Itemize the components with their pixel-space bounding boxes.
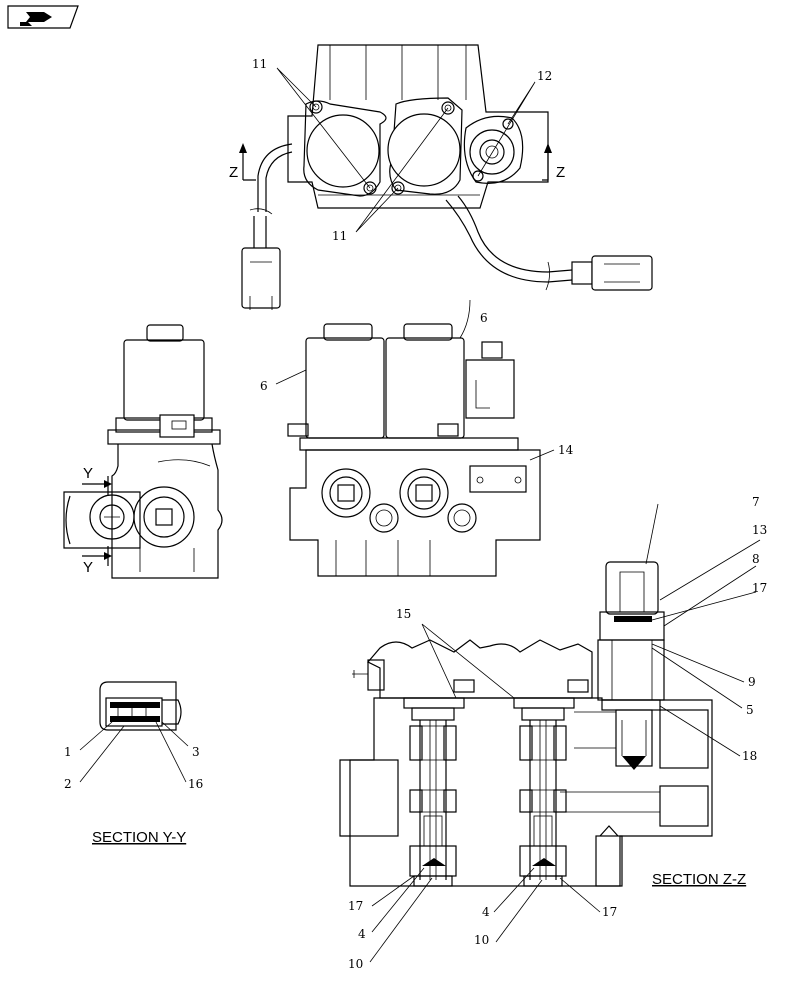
section-mark-y-bottom: Y	[83, 559, 93, 576]
section-yy-title: SECTION Y-Y	[92, 829, 186, 846]
callout-13: 13	[752, 523, 767, 537]
section-mark-z-left: Z	[229, 164, 238, 181]
section-mark-z-right: Z	[556, 164, 565, 181]
callout-6-left: 6	[260, 379, 268, 393]
callout-4-mid: 4	[482, 905, 490, 919]
section-yy-drawing	[99, 681, 182, 731]
callout-3: 3	[192, 745, 200, 759]
callout-11-top: 11	[252, 57, 267, 71]
callout-7: 7	[752, 495, 760, 509]
section-mark-y-top: Y	[83, 465, 93, 482]
top-view: Z Z	[229, 44, 653, 310]
front-view	[275, 299, 555, 577]
callout-4-left: 4	[358, 927, 366, 941]
callout-2: 2	[64, 777, 72, 791]
callout-5: 5	[746, 703, 754, 717]
side-view: Y Y	[63, 324, 223, 579]
navigation-icon[interactable]	[7, 5, 79, 29]
callout-10-mid: 10	[474, 933, 489, 947]
callout-18: 18	[742, 749, 757, 763]
section-zz-drawing	[339, 561, 713, 887]
callout-17-mid: 17	[602, 905, 617, 919]
callout-10-left: 10	[348, 957, 363, 971]
callout-6-top: 6	[480, 311, 488, 325]
callout-9: 9	[748, 675, 756, 689]
callout-11-bottom: 11	[332, 229, 347, 243]
callout-8: 8	[752, 552, 760, 566]
callout-17-right: 17	[752, 581, 767, 595]
section-zz-title: SECTION Z-Z	[652, 871, 746, 888]
callout-12: 12	[537, 69, 552, 83]
callout-1: 1	[64, 745, 72, 759]
callout-15: 15	[396, 607, 411, 621]
callout-17-left: 17	[348, 899, 363, 913]
callout-14: 14	[558, 443, 574, 457]
callout-16: 16	[188, 777, 203, 791]
